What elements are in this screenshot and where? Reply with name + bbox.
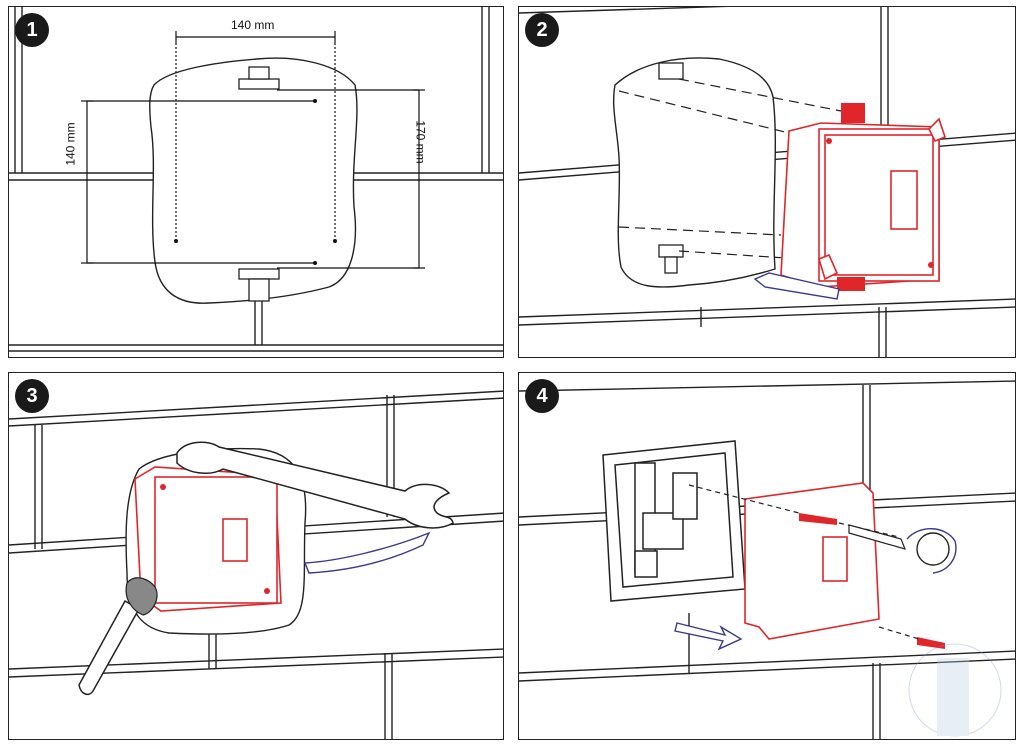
step-1-badge: 1: [15, 13, 49, 47]
mounting-box: [134, 466, 282, 612]
dimension-lines: [81, 31, 425, 269]
projection-lines: [618, 78, 842, 260]
logo-watermark: [908, 643, 1002, 737]
arrow-icon: [753, 272, 840, 300]
step-2-panel: 2: [518, 6, 1016, 358]
dimension-top: 140 mm: [231, 18, 275, 32]
screwdriver-icon: [78, 577, 158, 696]
wall-cavity: [612, 57, 777, 288]
cover-plate: [744, 482, 880, 640]
step-2-badge: 2: [525, 13, 559, 47]
pipe-stubs: [658, 62, 684, 274]
box-fittings: [160, 484, 270, 594]
dimension-right: 170 mm: [413, 120, 428, 164]
box-fittings: [826, 103, 934, 291]
arrow-icon: [303, 531, 431, 574]
wall-tiles: [9, 7, 503, 352]
step-4-badge: 4: [525, 379, 559, 413]
arrow-icon: [674, 622, 743, 651]
step-4-drawing: [519, 380, 1015, 739]
wall-plug-icon: [916, 532, 950, 566]
arrow-icon: [906, 528, 957, 574]
screw-icon: [799, 513, 945, 649]
step-4-panel: 4: [518, 372, 1016, 740]
step-1-panel: 1: [8, 6, 504, 358]
dimension-left: 140 mm: [63, 122, 78, 166]
wall-cavity: [149, 57, 358, 304]
box-interior: [602, 440, 746, 602]
step-2-drawing: [519, 7, 1015, 357]
mounting-box: [780, 117, 946, 288]
step-1-drawing: [9, 7, 503, 352]
step-3-badge: 3: [15, 379, 49, 413]
pipe-stubs: [238, 66, 280, 302]
drill-points: [174, 99, 337, 265]
wall-plug-icon: [848, 524, 907, 550]
step-3-drawing: [9, 390, 503, 739]
spanner-icon: [176, 441, 454, 529]
step-3-panel: 3: [8, 372, 504, 740]
